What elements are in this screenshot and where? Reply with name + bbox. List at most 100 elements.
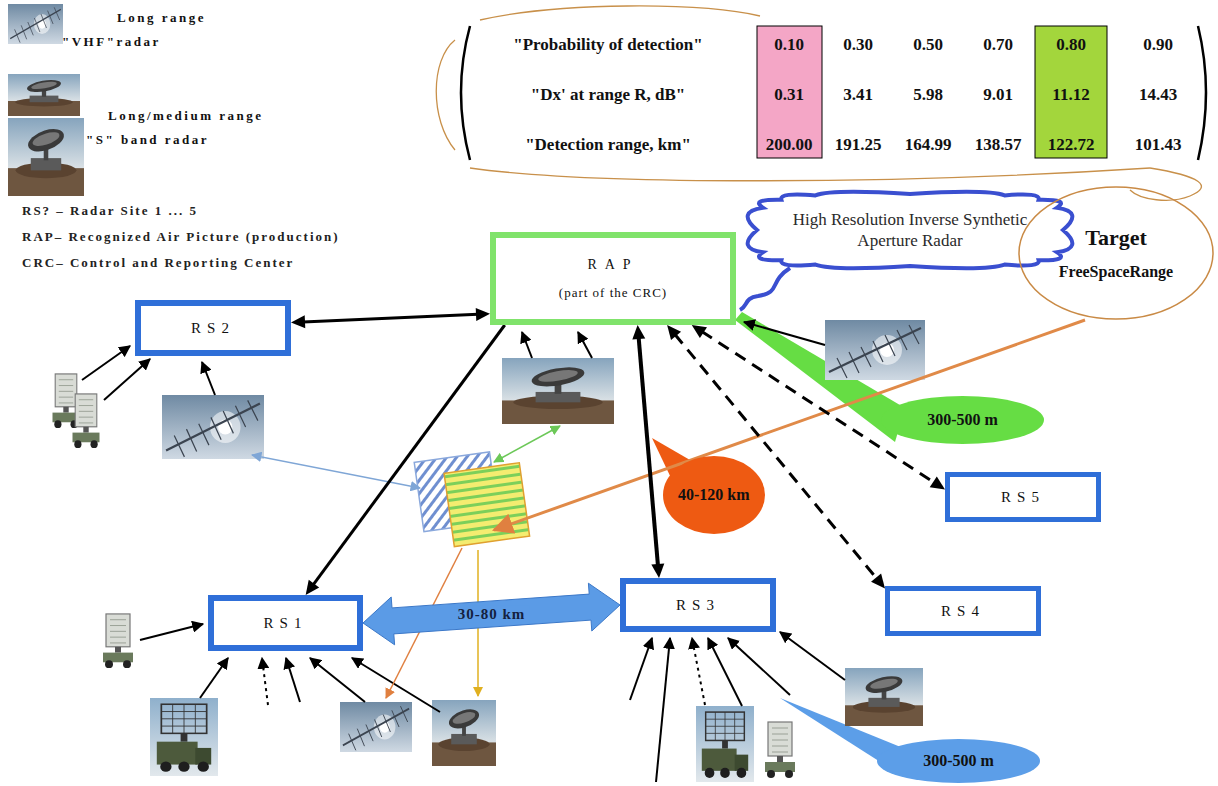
sensor-link <box>780 632 845 680</box>
radar-icon <box>502 358 614 424</box>
table-decoration <box>436 6 1206 200</box>
table-cell: 122.72 <box>1048 135 1095 155</box>
distance-arrow <box>363 583 620 645</box>
table-cell: 0.30 <box>843 35 873 55</box>
data-link <box>291 308 490 328</box>
radar-icon <box>432 700 496 766</box>
radar-icon <box>765 722 795 778</box>
sensor-link <box>352 658 440 712</box>
sensor-link <box>262 658 268 705</box>
target-symbol <box>414 448 529 551</box>
radar-icon <box>53 320 926 782</box>
data-link <box>667 325 885 589</box>
table-decoration <box>436 40 455 150</box>
table-cell: 14.43 <box>1139 85 1177 105</box>
table-cell: 0.90 <box>1143 35 1173 55</box>
table-row-label: "Dx' at range R, dB" <box>531 85 685 105</box>
sensor-link <box>200 658 228 698</box>
table-cell: 138.57 <box>975 135 1022 155</box>
node-text: (part of the CRC) <box>559 285 667 301</box>
sensor-link <box>82 322 845 782</box>
table-decoration <box>757 26 822 158</box>
data-link <box>313 325 505 585</box>
legend-icons <box>8 4 63 44</box>
table-cell: 0.70 <box>983 35 1013 55</box>
edge-label: 30-80 km <box>454 606 530 623</box>
legend-icons <box>8 4 84 196</box>
table-cell: 9.01 <box>983 85 1013 105</box>
node-outline <box>877 739 1040 783</box>
table-cell: 164.99 <box>905 135 952 155</box>
legend-text: Long/medium range "S" band radar <box>86 108 264 147</box>
table-cell: 3.41 <box>843 85 873 105</box>
node-text: RS4 <box>941 603 985 620</box>
table-cell: 0.50 <box>913 35 943 55</box>
node-text: 40-120 km <box>678 486 750 504</box>
node-text: RS2 <box>191 320 235 337</box>
table-cell: 200.00 <box>766 135 813 155</box>
arrow-head <box>476 308 490 321</box>
table-cell: 191.25 <box>835 135 882 155</box>
node-outline <box>881 396 1044 444</box>
distance-callout: 300-500 m <box>880 395 1045 445</box>
radar-icon <box>845 668 923 726</box>
target-symbol <box>444 463 530 547</box>
table-row-label: "Probability of detection" <box>513 35 703 55</box>
radar-site-box: RS3 <box>620 578 776 632</box>
cloud-callout: High Resolution Inverse Synthetic Apertu… <box>745 184 1075 276</box>
node-outline <box>663 456 765 534</box>
legend-icons <box>8 74 80 116</box>
sensor-link <box>202 362 215 395</box>
sensor-link <box>310 658 365 702</box>
sensor-link <box>140 624 203 640</box>
rap-box: RAP (part of the CRC) <box>490 232 736 325</box>
distance-callout: 300-500 m <box>876 738 1041 784</box>
node-text: RS1 <box>264 615 308 632</box>
node-outline <box>748 192 1073 268</box>
radar-icon <box>696 706 754 782</box>
arrow-head <box>930 476 945 489</box>
node-outline <box>1019 187 1213 319</box>
radar-icon <box>162 395 264 459</box>
table-cell: 0.31 <box>774 85 804 105</box>
sensor-link <box>656 638 670 782</box>
node-text: RAP <box>587 257 638 273</box>
target-link <box>252 455 420 488</box>
radar-icon <box>825 320 925 380</box>
target-link <box>494 426 560 462</box>
sensor-link <box>82 346 130 380</box>
radar-site-box: RS4 <box>885 586 1041 636</box>
table-decoration <box>480 6 760 20</box>
sensor-link <box>630 638 652 700</box>
arrow-head <box>871 574 885 589</box>
radar-site-box: RS2 <box>135 300 291 356</box>
legend-text: Long range "VHF"radar <box>62 10 206 49</box>
sensor-link <box>104 359 150 400</box>
table-cell: 5.98 <box>913 85 943 105</box>
node-text: FreeSpaceRange <box>1059 263 1173 281</box>
table-cell: 101.43 <box>1135 135 1182 155</box>
sensor-link <box>744 322 825 345</box>
arrow-head <box>291 315 305 328</box>
legend-icons <box>8 118 84 196</box>
distance-callout: 40-120 km <box>662 455 766 535</box>
radar-icon <box>150 698 218 776</box>
arrow-head <box>667 325 681 340</box>
arrow-head <box>306 580 320 595</box>
table-cell: 0.10 <box>774 35 804 55</box>
table-cell: 0.80 <box>1056 35 1086 55</box>
node-outline <box>1018 186 1214 320</box>
sensor-link <box>578 332 592 358</box>
abbreviation-note: RS? – Radar Site 1 ... 5 <box>22 203 198 219</box>
radar-icon <box>340 702 412 752</box>
sensor-link <box>692 638 705 705</box>
node-text: 300-500 m <box>923 752 994 770</box>
sensor-link <box>728 638 790 695</box>
table-decoration <box>1035 26 1107 158</box>
table-row-label: "Detection range, km" <box>525 135 691 155</box>
node-text: 300-500 m <box>927 411 998 429</box>
arrow-head <box>632 325 645 339</box>
radar-site-box: RS1 <box>208 595 363 651</box>
table-decoration <box>461 26 470 160</box>
